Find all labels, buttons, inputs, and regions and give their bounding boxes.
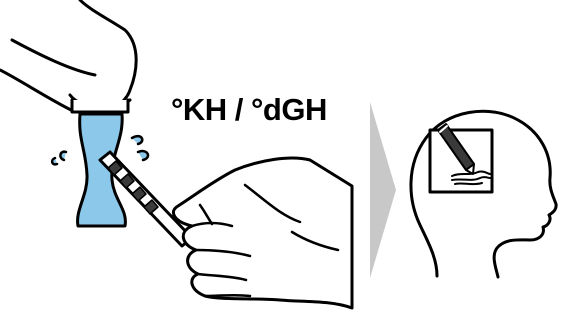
- hardness-label: °KH / °dGH: [171, 92, 327, 128]
- arrow-right-icon: [370, 102, 396, 278]
- notepad-pencil-icon: [430, 124, 492, 192]
- hand-holding-strip-icon: [173, 158, 352, 308]
- faucet-icon: [0, 0, 136, 112]
- water-stream-icon: [52, 114, 148, 226]
